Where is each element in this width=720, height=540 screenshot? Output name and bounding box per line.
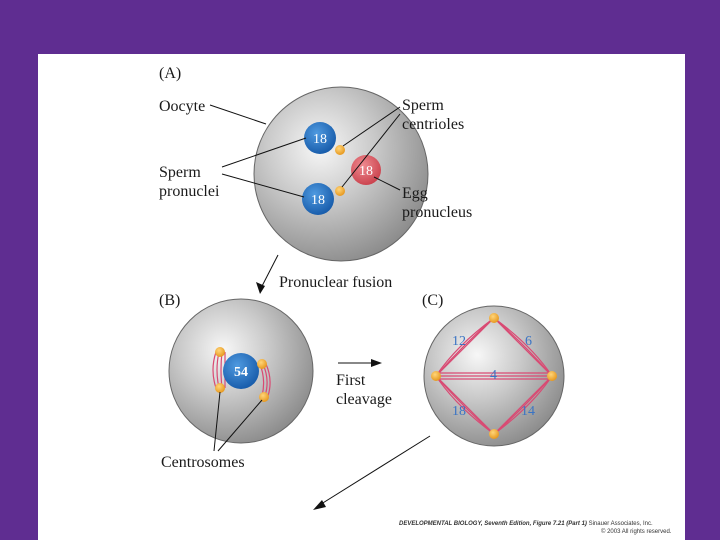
- panel-b-tag: (B): [159, 292, 180, 309]
- centrosome-lower-left: [215, 383, 225, 393]
- centrosome-leader-lines: [213, 391, 263, 452]
- centrosome-right: [547, 371, 557, 381]
- panel-a-leader-lines: [209, 104, 401, 198]
- sperm-centrioles-label-2: centrioles: [402, 116, 464, 133]
- chromosome-count-center: 4: [490, 368, 497, 383]
- centrosome-upper-right: [257, 359, 267, 369]
- continuation-arrow-line: [317, 435, 431, 507]
- sperm-pronucleus-upper: [304, 122, 336, 154]
- fusion-arrow-line: [259, 254, 279, 291]
- egg-pronucleus-count: 18: [359, 164, 373, 179]
- sperm-centriole-upper: [335, 145, 345, 155]
- fused-nucleus-count: 54: [234, 365, 248, 380]
- sperm-pronucleus-upper-count: 18: [313, 132, 327, 147]
- fusion-arrow-head: [256, 282, 265, 294]
- sperm-centrioles-label-1: Sperm: [402, 97, 444, 114]
- first-cleavage-label-2: cleavage: [336, 391, 392, 408]
- first-cleavage-label-1: First: [336, 372, 366, 389]
- centrosome-left: [431, 371, 441, 381]
- continuation-arrow-head: [313, 500, 326, 510]
- centrosome-lower-right: [259, 392, 269, 402]
- pronuclear-fusion-diagram: (A) 18 18 18 Oocyte Sperm pronuclei Sper…: [159, 65, 672, 535]
- panel-a-tag: (A): [159, 65, 181, 82]
- sperm-pronuclei-label-1: Sperm: [159, 164, 201, 181]
- centrosome-upper-left: [215, 347, 225, 357]
- chromosome-count-lower-right: 14: [521, 404, 535, 419]
- figure-slide: (A) 18 18 18 Oocyte Sperm pronuclei Sper…: [38, 54, 685, 540]
- oocyte-label: Oocyte: [159, 98, 205, 115]
- chromosome-count-lower-left: 18: [452, 404, 466, 419]
- panel-c-tag: (C): [422, 292, 443, 309]
- fused-nucleus: [223, 353, 259, 389]
- sperm-centriole-lower: [335, 186, 345, 196]
- cleavage-arrow-head: [371, 359, 382, 367]
- egg-pronucleus: [351, 155, 381, 185]
- cleavage-spindles: [435, 317, 553, 435]
- centrosomes-label: Centrosomes: [161, 454, 245, 471]
- figure-caption: DEVELOPMENTAL BIOLOGY, Seventh Edition, …: [399, 521, 653, 527]
- sperm-pronuclei-label-2: pronuclei: [159, 183, 220, 200]
- chromosome-count-upper-right: 6: [525, 334, 532, 349]
- sperm-pronucleus-lower: [302, 183, 334, 215]
- caption-publisher: Sinauer Associates, Inc.: [589, 521, 653, 527]
- chromosome-count-upper-left: 12: [452, 334, 466, 349]
- egg-pronucleus-label-2: pronucleus: [402, 204, 472, 221]
- caption-rights: © 2003 All rights reserved.: [601, 528, 672, 535]
- egg-pronucleus-label-1: Egg: [402, 185, 428, 202]
- centrosome-bottom: [489, 429, 499, 439]
- caption-title: DEVELOPMENTAL BIOLOGY, Seventh Edition, …: [399, 521, 587, 527]
- pronuclear-fusion-label: Pronuclear fusion: [279, 274, 392, 291]
- centrosome-top: [489, 313, 499, 323]
- sperm-pronucleus-lower-count: 18: [311, 193, 325, 208]
- oocyte-cell: [253, 86, 429, 262]
